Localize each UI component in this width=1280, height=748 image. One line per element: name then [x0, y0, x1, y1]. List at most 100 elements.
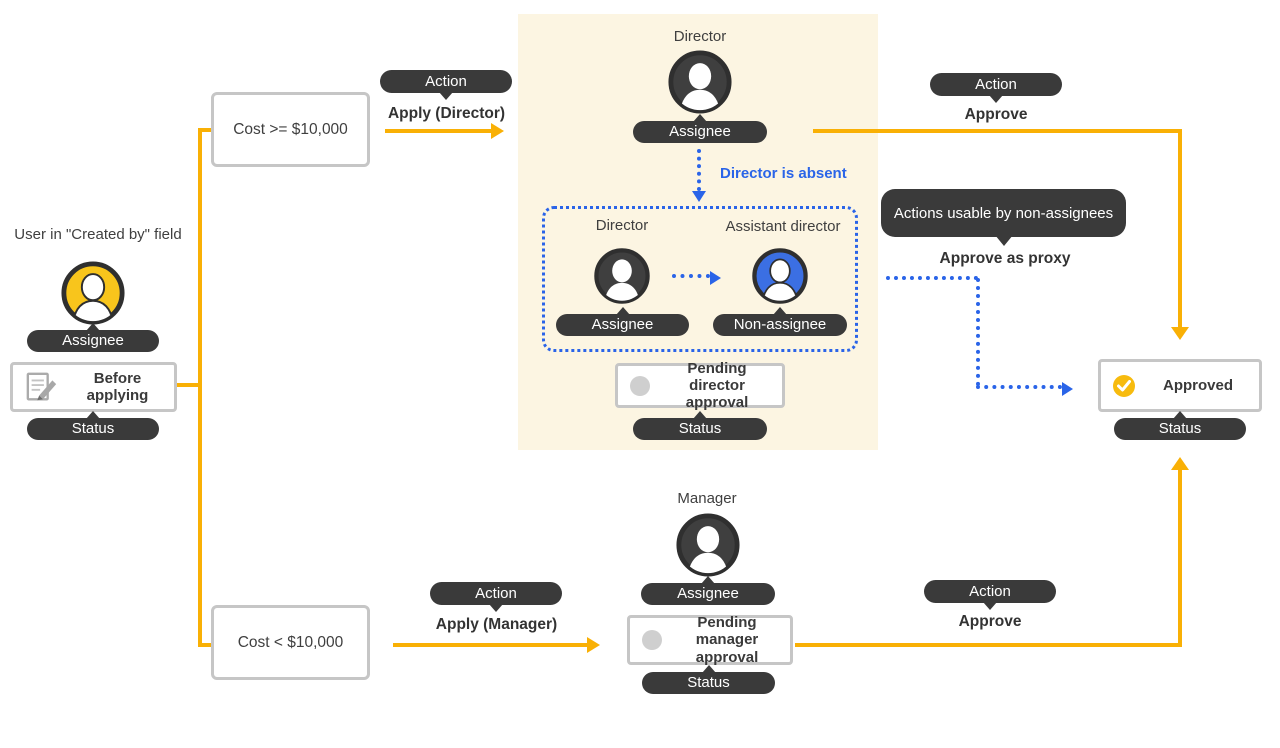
absence-delegation-box [542, 206, 858, 352]
approved-label: Approved [1162, 376, 1233, 394]
pending-dot-icon [630, 375, 650, 396]
assignee-pill-manager: Assignee [641, 576, 775, 605]
before-applying-label: Before applying [86, 369, 149, 404]
action-pill-label: Action [475, 585, 517, 602]
arrowhead-approve-top [1171, 327, 1189, 340]
assignee-pill-creator: Assignee [27, 323, 159, 352]
arrowhead-apply-director [491, 123, 504, 139]
pending-director-approval-label: Pending director approval [685, 359, 749, 412]
assignee-pill-director: Assignee [633, 114, 767, 143]
condition-low-cost-box: Cost < $10,000 [211, 605, 370, 680]
connector-apply-director [385, 129, 491, 133]
director-avatar [667, 49, 733, 120]
pending-dot-icon [642, 630, 662, 650]
person-icon [61, 261, 125, 325]
pending-manager-approval-box: Pending manager approval [627, 614, 793, 666]
pill-pointer [701, 576, 715, 584]
director-absent-note: Director is absent [720, 165, 847, 182]
pending-director-approval-box: Pending director approval [615, 360, 785, 411]
connector-proxy-3 [976, 385, 1062, 389]
action-pill-label: Action [425, 73, 467, 90]
director-role-label: Director [673, 28, 727, 45]
arrowhead-director-absent [692, 191, 706, 202]
status-pill-approved: Status [1114, 411, 1246, 440]
assistant-director-avatar [751, 247, 809, 310]
absent-director-role-label: Director [595, 217, 649, 234]
arrowhead-proxy [1062, 382, 1073, 396]
apply-manager-label: Apply (Manager) [435, 616, 558, 633]
condition-high-label: Cost >= $10,000 [233, 120, 348, 138]
action-pill-approve-top: Action [930, 73, 1062, 103]
action-pill-label: Action [969, 583, 1011, 600]
status-pill-creator: Status [27, 411, 159, 440]
status-pill-director: Status [633, 411, 767, 440]
connector-before-to-branch [177, 383, 200, 387]
before-applying-box: Before applying [10, 362, 177, 412]
non-assignee-pill-label: Non-assignee [733, 316, 827, 333]
condition-high-cost-box: Cost >= $10,000 [211, 92, 370, 167]
connector-apply-manager [393, 643, 587, 647]
approved-check-icon [1113, 374, 1135, 397]
approve-top-label: Approve [964, 106, 1028, 123]
action-pill-label: Action [975, 76, 1017, 93]
pill-pointer [693, 411, 707, 419]
creator-avatar [60, 260, 126, 331]
status-pill-label: Status [678, 420, 722, 437]
status-pill-manager: Status [642, 665, 775, 694]
connector-director-to-assistant [672, 274, 710, 278]
person-icon [676, 513, 740, 577]
condition-low-label: Cost < $10,000 [237, 633, 344, 651]
manager-role-label: Manager [677, 490, 737, 507]
arrowhead-director-to-assistant [710, 271, 721, 285]
action-pill-approve-bottom: Action [924, 580, 1056, 610]
connector-proxy-2 [976, 278, 980, 386]
person-icon [752, 248, 808, 304]
pill-pointer [983, 602, 997, 610]
assignee-pill-label: Assignee [591, 316, 654, 333]
approve-bottom-label: Approve [958, 613, 1022, 630]
pill-pointer [693, 114, 707, 122]
person-icon [668, 50, 732, 114]
status-pill-label: Status [687, 674, 730, 691]
created-by-label: User in "Created by" field [14, 226, 182, 243]
pill-pointer [86, 323, 100, 331]
pill-pointer [989, 95, 1003, 103]
assignee-pill-label: Assignee [669, 123, 731, 140]
arrowhead-approve-bottom [1171, 457, 1189, 470]
arrowhead-apply-manager [587, 637, 600, 653]
non-assignee-actions-tooltip: Actions usable by non-assignees [881, 189, 1126, 246]
connector-approve-bottom-vertical [1178, 470, 1182, 647]
connector-approve-top-horizontal [813, 129, 1182, 133]
assignee-pill-label: Assignee [62, 332, 124, 349]
pill-pointer [1173, 411, 1187, 419]
connector-branch-vertical [198, 128, 202, 647]
assignee-pill-absent-director: Assignee [556, 307, 689, 336]
connector-director-absent [697, 149, 701, 191]
pill-pointer [86, 411, 100, 419]
connector-branch-bottom-stub [200, 643, 212, 647]
pill-pointer [773, 307, 787, 315]
tooltip-pointer [994, 235, 1013, 246]
pill-pointer [439, 92, 453, 100]
connector-approve-bottom-horizontal [795, 643, 1182, 647]
assignee-pill-label: Assignee [677, 585, 739, 602]
document-pencil-icon [26, 372, 57, 401]
pill-pointer [615, 307, 630, 315]
connector-proxy-1 [886, 276, 978, 280]
pill-pointer [489, 604, 503, 612]
action-pill-apply-director: Action [380, 70, 512, 100]
status-pill-label: Status [71, 420, 115, 437]
status-pill-label: Status [1158, 420, 1202, 437]
connector-branch-top-stub [200, 128, 212, 132]
non-assignee-pill: Non-assignee [713, 307, 847, 336]
absent-director-avatar [593, 247, 651, 310]
manager-avatar [675, 512, 741, 583]
approve-as-proxy-label: Approve as proxy [939, 250, 1071, 267]
non-assignee-actions-label: Actions usable by non-assignees [893, 204, 1114, 222]
assistant-director-role-label: Assistant director [725, 218, 841, 235]
action-pill-apply-manager: Action [430, 582, 562, 612]
pending-manager-approval-label: Pending manager approval [695, 614, 759, 666]
connector-approve-top-vertical [1178, 131, 1182, 327]
approved-box: Approved [1098, 359, 1262, 412]
